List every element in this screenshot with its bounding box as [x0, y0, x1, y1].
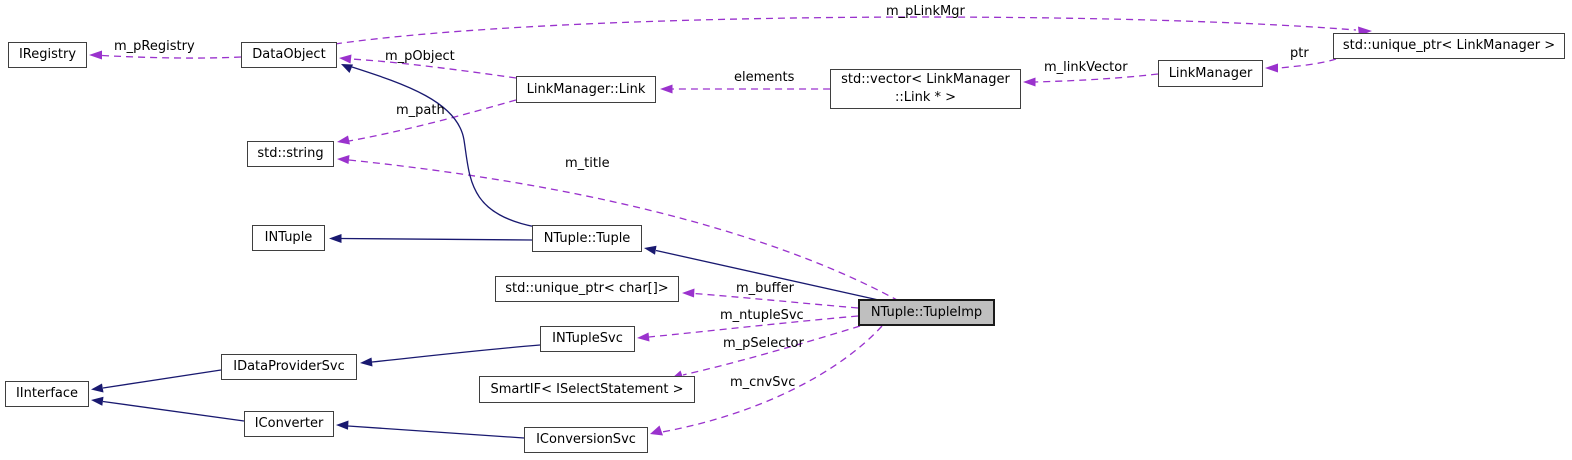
arrowhead: [329, 234, 342, 243]
node-smartif-iselectstatement[interactable]: SmartIF< ISelectStatement >: [479, 376, 695, 403]
node-label: std::string: [257, 146, 324, 161]
edge-m-path: [337, 99, 517, 145]
node-linkmanager[interactable]: LinkManager: [1158, 60, 1263, 87]
edge-m-pregistry: [89, 50, 242, 60]
edge-label-elements: elements: [734, 70, 795, 85]
node-label: DataObject: [252, 47, 326, 62]
node-intuplesvc[interactable]: INTupleSvc: [540, 326, 635, 352]
node-vector-linkmanager-link[interactable]: std::vector< LinkManager ::Link * >: [830, 69, 1021, 109]
node-idataprovidersvc[interactable]: IDataProviderSvc: [221, 354, 357, 380]
edge-m-pselector: [671, 325, 861, 381]
node-label: IRegistry: [18, 47, 77, 62]
edge-tuple-to-intuple: [329, 234, 533, 243]
arrowhead: [1023, 77, 1036, 87]
edge-m-buffer: [682, 288, 859, 309]
node-linkmanager-link[interactable]: LinkManager::Link: [516, 76, 656, 103]
node-label: INTuple: [264, 230, 313, 245]
arrowhead: [91, 396, 104, 406]
node-iconverter[interactable]: IConverter: [244, 411, 334, 437]
edge-tupleimp-to-tuple: [644, 245, 884, 302]
node-unique-ptr-linkmanager[interactable]: std::unique_ptr< LinkManager >: [1333, 33, 1565, 59]
node-label-line2: ::Link * >: [894, 90, 957, 105]
arrowhead: [339, 54, 352, 64]
node-iconversionsvc[interactable]: IConversionSvc: [524, 427, 648, 453]
edge-intuplesvc-to-idataprovidersvc: [360, 344, 541, 367]
edge-m-pobject: [339, 54, 517, 79]
edge-label-m-linkvector: m_linkVector: [1044, 60, 1128, 75]
edge-tuple-to-dataobject: [341, 64, 537, 228]
edge-label-m-buffer: m_buffer: [736, 281, 794, 296]
edge-elements: [660, 84, 830, 94]
node-iinterface[interactable]: IInterface: [5, 381, 89, 407]
arrowhead: [1265, 63, 1278, 73]
node-label: IConversionSvc: [536, 432, 636, 447]
arrowhead: [637, 332, 650, 342]
edge-label-m-pselector: m_pSelector: [723, 336, 804, 351]
arrowhead: [337, 155, 350, 164]
edge-label-m-pregistry: m_pRegistry: [114, 39, 195, 54]
edge-m-linkvector: [1023, 73, 1159, 87]
arrowhead: [360, 357, 373, 367]
edge-iconverter-to-iinterface: [91, 396, 245, 422]
edge-label-m-title: m_title: [565, 156, 610, 171]
node-label: IDataProviderSvc: [233, 359, 345, 374]
arrowhead: [660, 84, 673, 94]
node-ntuple-tupleimp: NTuple::TupleImp: [858, 299, 995, 326]
edge-m-plinkmgr: [334, 16, 1372, 45]
arrowhead: [337, 135, 350, 145]
node-label: NTuple::Tuple: [543, 230, 631, 246]
arrowhead: [89, 50, 102, 60]
node-label: INTupleSvc: [552, 331, 623, 346]
arrowhead: [91, 383, 104, 393]
node-label: LinkManager::Link: [526, 81, 646, 97]
node-label: NTuple::TupleImp: [870, 304, 983, 320]
arrowhead: [682, 288, 695, 298]
node-label: SmartIF< ISelectStatement >: [490, 381, 684, 397]
edge-label-m-ntuplesvc: m_ntupleSvc: [720, 308, 804, 323]
node-ntuple-tuple[interactable]: NTuple::Tuple: [532, 225, 642, 252]
arrowhead: [650, 425, 663, 436]
edge-idataprovidersvc-to-iinterface: [91, 369, 222, 393]
edge-m-title: [337, 155, 898, 301]
edge-iconversionsvc-to-iconverter: [336, 420, 525, 439]
edge-label-m-plinkmgr: m_pLinkMgr: [886, 4, 965, 19]
node-label: std::unique_ptr< LinkManager >: [1342, 38, 1556, 53]
node-intuple[interactable]: INTuple: [252, 225, 325, 251]
edge-m-ntuplesvc: [637, 315, 859, 342]
node-label: IConverter: [254, 416, 324, 431]
node-iregistry[interactable]: IRegistry: [8, 42, 87, 68]
node-std-string[interactable]: std::string: [247, 141, 334, 167]
edge-m-cnvsvc: [650, 325, 883, 436]
arrowhead: [336, 420, 349, 430]
node-dataobject[interactable]: DataObject: [241, 42, 337, 68]
edge-label-ptr: ptr: [1290, 46, 1309, 61]
edge-label-m-path: m_path: [396, 103, 445, 118]
edge-label-m-cnvsvc: m_cnvSvc: [730, 375, 796, 390]
node-label-line1: std::vector< LinkManager: [841, 72, 1010, 87]
edge-ptr: [1265, 58, 1337, 73]
node-label: LinkManager: [1168, 65, 1253, 81]
node-label: std::unique_ptr< char[]>: [505, 281, 669, 296]
node-label: IInterface: [15, 386, 79, 401]
node-unique-ptr-char[interactable]: std::unique_ptr< char[]>: [495, 276, 679, 302]
edge-label-m-pobject: m_pObject: [385, 49, 455, 64]
arrowhead: [341, 64, 353, 73]
arrowhead: [644, 245, 657, 255]
